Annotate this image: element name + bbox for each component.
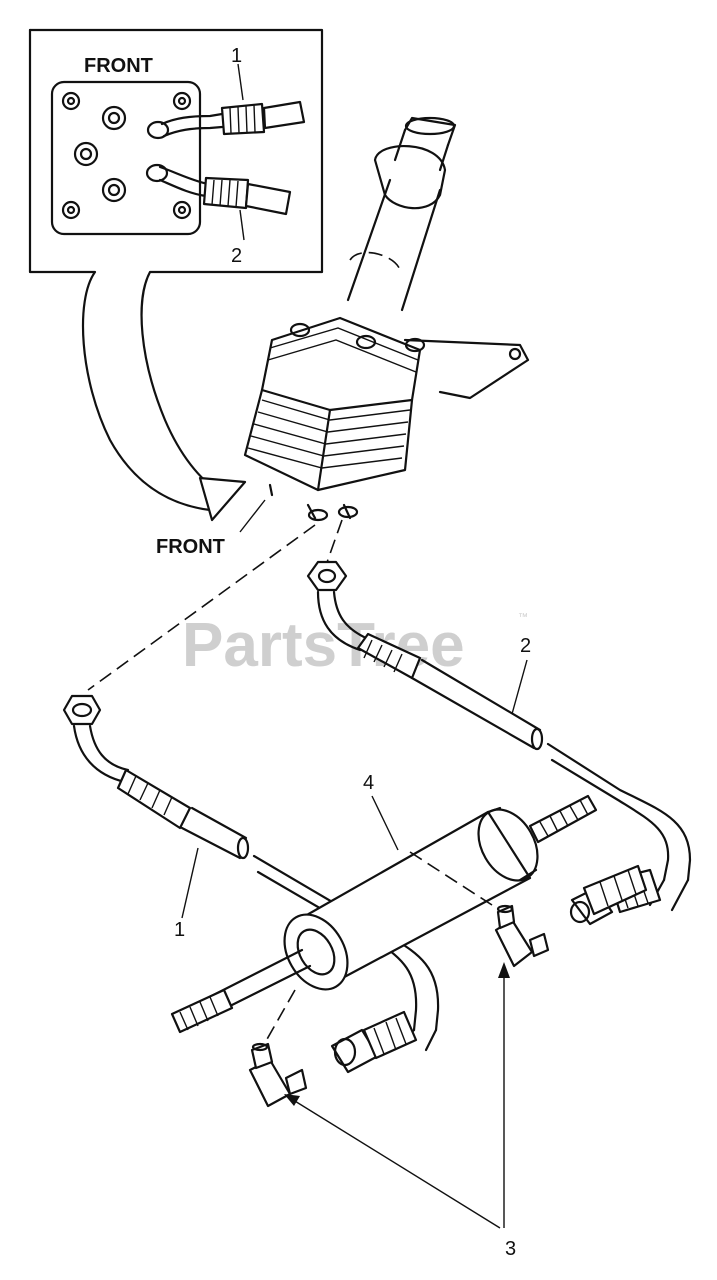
callout-hose-2: 2 [520,635,531,657]
leader-line [181,847,199,919]
leader-arrow-icon [284,1094,300,1106]
callout-fittings-3: 3 [505,1238,516,1260]
nut-icon [355,334,377,350]
elbow-fitting-right [494,904,550,968]
hydraulic-cylinder [170,794,598,1049]
nut-icon [404,337,426,353]
front-label: FRONT [156,536,225,558]
bolt-icon [61,91,81,111]
flare-nut-icon [306,560,348,592]
elbow-fitting-left [248,1042,308,1108]
bolt-icon [172,91,192,111]
watermark-trademark: ™ [518,612,528,623]
callout-cylinder-4: 4 [363,772,374,794]
hose-1 [62,694,440,1032]
callout-inset-1: 1 [231,45,242,67]
watermark: PartsTree [182,611,465,680]
inset-hose-2 [145,163,292,216]
flare-nut-icon [62,694,102,726]
connection-line [87,524,316,691]
fitting-left-hose-end [330,1010,438,1074]
leader-line [371,795,399,851]
callout-hose-1: 1 [174,919,185,941]
inset-front-label: FRONT [84,55,153,77]
connection-line [324,519,343,569]
nut-icon [289,322,311,338]
inset-hose-1 [146,100,306,140]
bolt-icon [61,200,81,220]
steering-valve [243,116,530,522]
port-icon [73,141,99,167]
inset-arrow-icon [198,476,247,522]
fitting-right-hose-end [582,864,648,916]
leader-arrow-icon [498,962,510,978]
port-icon [101,177,127,203]
bolt-icon [172,200,192,220]
inset-callout [28,28,324,522]
callout-inset-2: 2 [231,245,242,267]
port-icon [101,105,127,131]
leader-line [289,1097,501,1229]
leader-line [511,659,528,715]
